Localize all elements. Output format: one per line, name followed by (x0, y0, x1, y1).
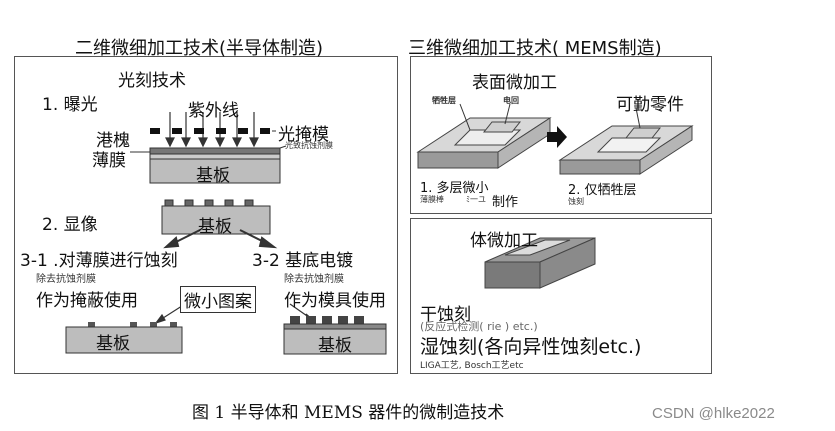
surface-step2-label: 2. 仅牺牲层 (568, 183, 637, 198)
bulk-illustration (484, 237, 596, 289)
uv-label: 紫外线 (188, 101, 239, 121)
step-etch-film: 3-1 .对薄膜进行蚀刻 (20, 251, 178, 271)
step-electroplate: 3-2 基底电镀 (252, 251, 354, 271)
plated-pattern (290, 316, 364, 324)
step-develop: 2. 显像 (42, 215, 98, 235)
rie-note: (反应式检测( rie ) etc.) (420, 320, 538, 333)
surface-step1-sub: 薄膜棒 (420, 195, 444, 204)
step-exposure: 1. 曝光 (42, 95, 98, 115)
developed-pattern (164, 199, 254, 207)
remove-resist-label-2: 除去抗蚀剂膜 (284, 274, 344, 285)
substrate-block-4 (283, 328, 387, 355)
process-arrow (547, 126, 567, 148)
substrate-block-1 (149, 158, 281, 184)
surface-micromachining-title: 表面微加工 (472, 73, 557, 93)
structure-layer-label: 电回 (503, 96, 519, 105)
thin-film-label: 薄膜 (92, 151, 126, 171)
use-as-mold-label: 作为模具使用 (284, 291, 386, 311)
photomask-pattern (150, 128, 270, 134)
sacrificial-layer-label: 牺牲层 (432, 96, 456, 105)
uv-lines (165, 112, 259, 148)
branch-arrows (163, 229, 278, 249)
substrate-block-3 (65, 326, 183, 354)
bulk-micromachining-title: 体微加工 (470, 231, 538, 251)
etched-pattern (88, 322, 177, 327)
surface-step1-make: 制作 (492, 195, 519, 210)
substrate-label-4: 基板 (318, 336, 352, 356)
left-panel-title: 二维微细加工技术(半导体制造) (75, 38, 324, 59)
substrate-label-1: 基板 (196, 166, 230, 186)
remove-resist-label-1: 除去抗蚀剂膜 (36, 274, 96, 285)
liga-label: LIGA工艺, Bosch工艺etc (420, 361, 524, 371)
lithography-title: 光刻技术 (118, 71, 186, 91)
wet-etch-label: 湿蚀刻(各向异性蚀刻etc.) (420, 336, 642, 358)
surface-step2-sub: 蚀刻 (568, 197, 584, 206)
substrate-label-3: 基板 (96, 334, 130, 354)
figure-caption: 图 1 半导体和 MEMS 器件的微制造技术 (192, 403, 505, 423)
use-as-mask-label: 作为掩蔽使用 (36, 291, 138, 311)
substrate-block-2 (161, 205, 271, 235)
surface-step1-label: 1. 多层微小 (420, 181, 489, 196)
photoresist-layer (149, 147, 281, 155)
photomask-label: 光掩模 (278, 125, 329, 145)
movable-part-label: 可勤零件 (616, 95, 684, 115)
surface-step1-illustration (416, 117, 552, 169)
photoresist-label: 光致抗蚀剂膜 (285, 141, 333, 150)
surface-step2-illustration (558, 125, 694, 175)
dry-etch-label: 干蚀刻 (420, 305, 471, 325)
thin-film-layer (149, 153, 281, 160)
micro-pattern-label: 微小图案 (180, 286, 256, 313)
watermark: CSDN @hlke2022 (652, 405, 775, 422)
surface-step1-mid: ﾐ一ユ (466, 195, 486, 204)
trench-label: 港槐 (96, 131, 130, 151)
right-panel-title: 三维微细加工技术( MEMS制造) (408, 38, 662, 59)
substrate-label-2: 基板 (198, 217, 232, 237)
